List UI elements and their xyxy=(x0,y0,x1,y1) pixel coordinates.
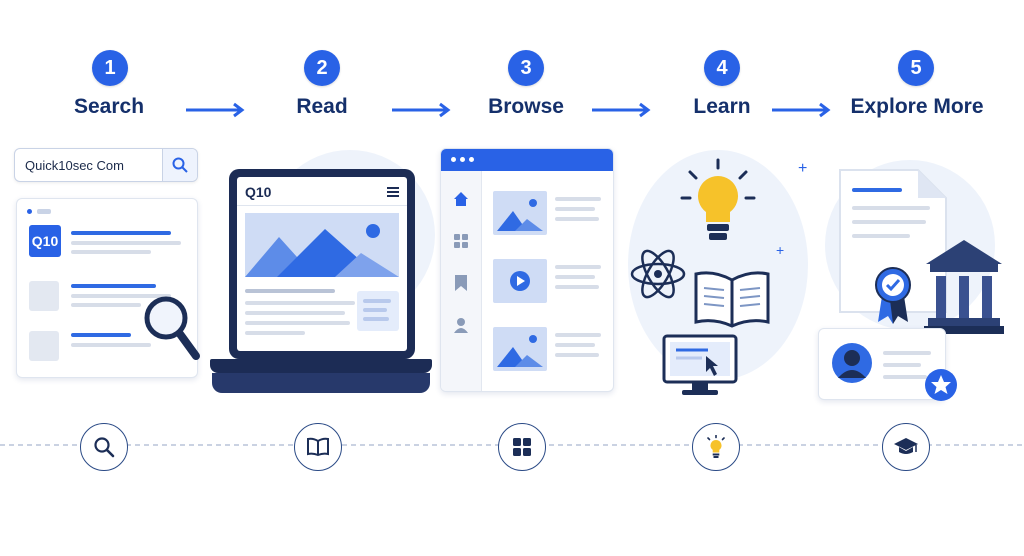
laptop-logo: Q10 xyxy=(245,184,272,200)
atom-icon xyxy=(630,249,686,299)
arrow-right-icon xyxy=(772,102,831,118)
step-4-title: Learn xyxy=(693,95,751,118)
search-button[interactable] xyxy=(162,149,197,181)
step-4-number: 4 xyxy=(704,50,740,86)
magnifier-icon xyxy=(144,296,200,360)
video-thumbnail[interactable] xyxy=(493,259,547,303)
book-icon xyxy=(307,437,329,457)
user-icon[interactable] xyxy=(453,317,469,333)
search-input[interactable]: Quick10sec Com xyxy=(25,158,124,173)
profile-card[interactable] xyxy=(818,328,946,400)
home-icon[interactable] xyxy=(453,191,469,207)
search-results-card: Q10 xyxy=(16,198,198,378)
menu-icon[interactable] xyxy=(387,187,399,197)
graduation-cap-icon xyxy=(894,438,918,454)
lightbulb-icon xyxy=(680,158,756,240)
timeline-learn[interactable] xyxy=(692,423,740,471)
sparkle-icon: + xyxy=(798,160,808,177)
search-bar[interactable]: Quick10sec Com xyxy=(14,148,198,182)
search-icon xyxy=(172,157,188,173)
step-3-title: Browse xyxy=(488,95,564,118)
arrow-right-icon xyxy=(592,102,651,118)
monitor-icon xyxy=(662,334,738,395)
lightbulb-icon xyxy=(707,435,725,458)
arrow-right-icon xyxy=(186,102,245,118)
laptop-screen: Q10 xyxy=(229,169,415,359)
institution-icon xyxy=(924,240,1004,334)
open-book-icon xyxy=(694,271,770,328)
step-1-title: Search xyxy=(73,95,145,118)
step-2-title: Read xyxy=(296,95,348,118)
result-logo[interactable]: Q10 xyxy=(29,225,61,257)
star-badge-icon xyxy=(925,369,957,401)
search-icon xyxy=(94,437,115,458)
step-2-number: 2 xyxy=(304,50,340,86)
image-thumbnail[interactable] xyxy=(493,327,547,371)
timeline-search[interactable] xyxy=(80,423,128,471)
bookmark-icon[interactable] xyxy=(455,275,467,291)
timeline-read[interactable] xyxy=(294,423,342,471)
sparkle-icon: + xyxy=(776,242,785,258)
award-badge-icon xyxy=(875,267,911,324)
play-icon[interactable] xyxy=(509,270,531,292)
arrow-right-icon xyxy=(392,102,451,118)
hero-image xyxy=(245,213,399,277)
laptop-base xyxy=(210,359,432,373)
step-5-title: Explore More xyxy=(850,95,984,118)
timeline-browse[interactable] xyxy=(498,423,546,471)
step-1-number: 1 xyxy=(92,50,128,86)
step-5-number: 5 xyxy=(898,50,934,86)
timeline-explore[interactable] xyxy=(882,423,930,471)
document-icon xyxy=(839,169,947,313)
browser-window xyxy=(440,148,614,392)
grid-icon[interactable] xyxy=(453,233,469,249)
step-3-number: 3 xyxy=(508,50,544,86)
avatar-icon xyxy=(832,343,872,383)
grid-icon xyxy=(513,438,531,456)
image-thumbnail[interactable] xyxy=(493,191,547,235)
